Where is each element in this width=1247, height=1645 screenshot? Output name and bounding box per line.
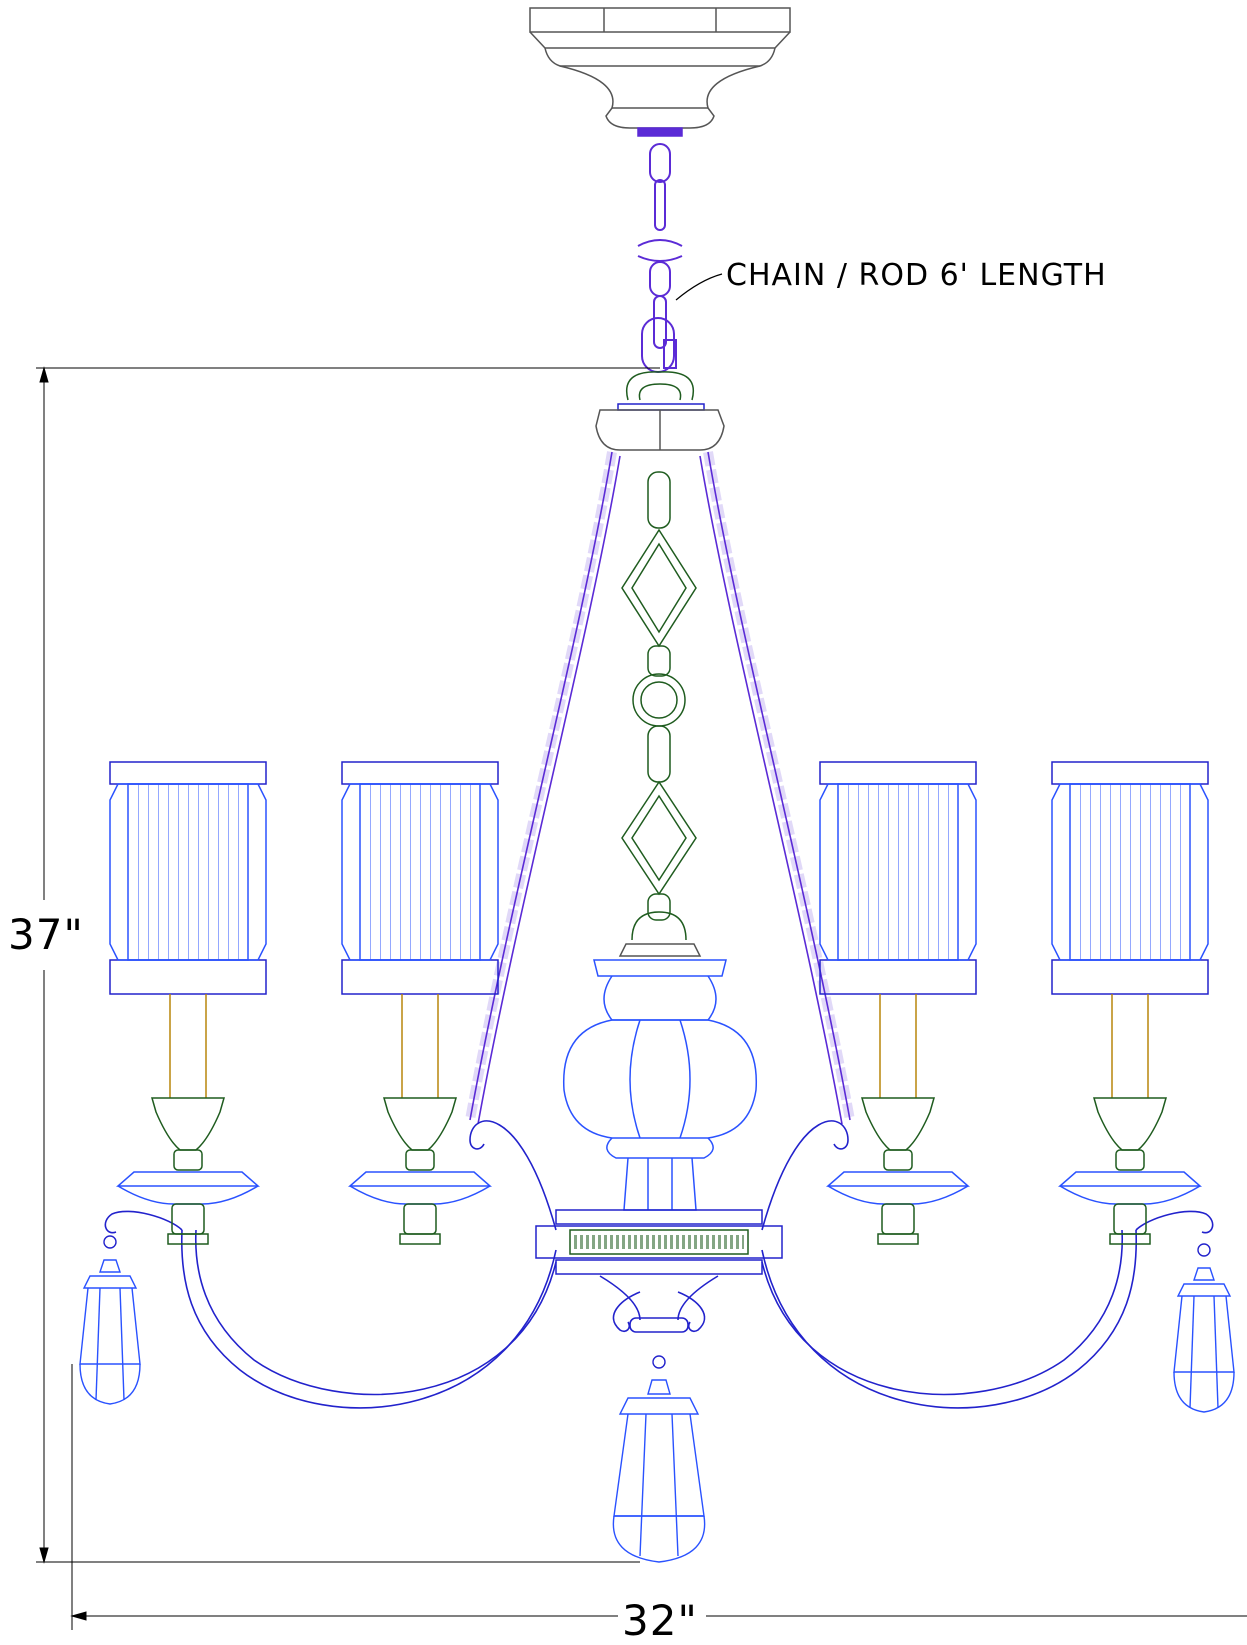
height-dimension-line bbox=[36, 366, 660, 1564]
central-urn bbox=[562, 943, 758, 1211]
right-arm-pendant bbox=[1173, 1243, 1235, 1413]
chain-length-label: CHAIN / ROD 6' LENGTH bbox=[726, 258, 1107, 293]
left-arm-pendant bbox=[79, 1235, 141, 1405]
hanging-chain bbox=[637, 143, 683, 373]
bottom-finial bbox=[612, 1355, 706, 1563]
crown-loop bbox=[626, 371, 694, 401]
central-stem bbox=[621, 471, 697, 941]
width-dimension-line bbox=[70, 1364, 1247, 1630]
central-hub bbox=[535, 1209, 783, 1275]
crown-plate bbox=[595, 403, 725, 451]
light-1 bbox=[109, 761, 267, 1245]
light-4 bbox=[1051, 761, 1209, 1245]
light-3 bbox=[819, 761, 977, 1245]
light-2 bbox=[341, 761, 499, 1245]
chandelier-arms bbox=[104, 1120, 1214, 1409]
left-support-chain bbox=[465, 451, 621, 1125]
right-support-chain bbox=[699, 451, 855, 1125]
height-dimension-label: 37" bbox=[8, 910, 84, 959]
width-dimension-label: 32" bbox=[622, 1596, 698, 1645]
chain-leader-line bbox=[675, 273, 723, 301]
ceiling-canopy bbox=[529, 7, 791, 137]
